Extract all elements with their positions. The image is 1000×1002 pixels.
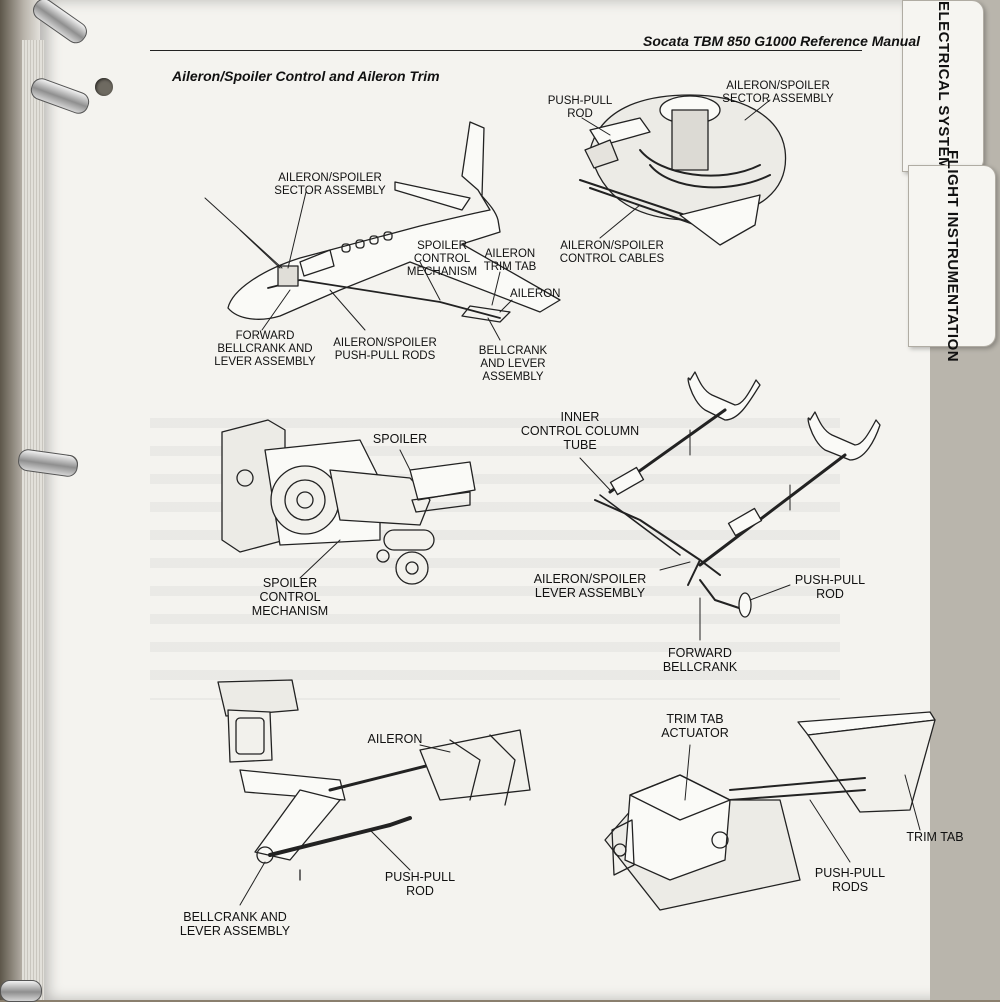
label-bellcrank-lever-detail: BELLCRANK AND LEVER ASSEMBLY [179,910,291,938]
divider-tabs: ELECTRICAL SYSTEM FLIGHT INSTRUMENTATION [902,0,1000,1000]
airplane-illustration [204,121,561,341]
control-column-illustration [579,371,881,641]
aileron-detail-illustration [217,679,531,906]
tab-label: FLIGHT INSTRUMENTATION [944,149,961,363]
page-stack-edge [22,40,44,1000]
label-aileron-trim-tab: AILERON TRIM TAB [483,248,537,273]
label-trim-tab-actuator: TRIM TAB ACTUATOR [661,712,729,740]
sector-assembly-illustration [579,94,787,246]
label-control-cables: AILERON/SPOILER CONTROL CABLES [559,240,665,265]
label-trim-tab: TRIM TAB [906,830,964,844]
manual-title: Socata TBM 850 G1000 Reference Manual [642,33,920,49]
label-lever-assembly: AILERON/SPOILER LEVER ASSEMBLY [533,572,647,600]
label-push-pull-rods: AILERON/SPOILER PUSH-PULL RODS [333,337,437,362]
label-sector-assembly: AILERON/SPOILER SECTOR ASSEMBLY [274,172,386,197]
spoiler-mechanism-illustration [221,419,476,585]
tab-electrical-system[interactable]: ELECTRICAL SYSTEM [902,0,984,172]
label-aileron: AILERON [510,288,561,300]
label-forward-bellcrank: FORWARD BELLCRANK AND LEVER ASSEMBLY [214,330,316,368]
label-sector-assembly-detail: AILERON/SPOILER SECTOR ASSEMBLY [722,80,834,105]
label-inner-control-column-tube: INNER CONTROL COLUMN TUBE [520,410,640,452]
manual-page [40,0,945,1000]
label-spoiler-control-mechanism-detail: SPOILER CONTROL MECHANISM [251,576,329,618]
label-bellcrank-lever: BELLCRANK AND LEVER ASSEMBLY [478,345,548,383]
tab-flight-instrumentation[interactable]: FLIGHT INSTRUMENTATION [908,150,996,362]
label-column-push-pull-rod: PUSH-PULL ROD [794,573,866,601]
label-spoiler: SPOILER [372,432,428,446]
punch-hole [95,78,113,96]
section-title: Aileron/Spoiler Control and Aileron Trim [172,68,440,84]
label-aileron-detail: AILERON [367,732,423,746]
label-spoiler-control-mechanism: SPOILER CONTROL MECHANISM [406,240,478,278]
tab-label: ELECTRICAL SYSTEM [935,1,952,171]
label-sector-push-pull-rod: PUSH-PULL ROD [547,95,613,120]
label-forward-bellcrank-detail: FORWARD BELLCRANK [662,646,738,674]
label-aileron-push-pull-rod: PUSH-PULL ROD [384,870,456,898]
header-rule [150,50,862,51]
label-trim-push-pull-rods: PUSH-PULL RODS [814,866,886,894]
trim-tab-illustration [604,711,936,911]
